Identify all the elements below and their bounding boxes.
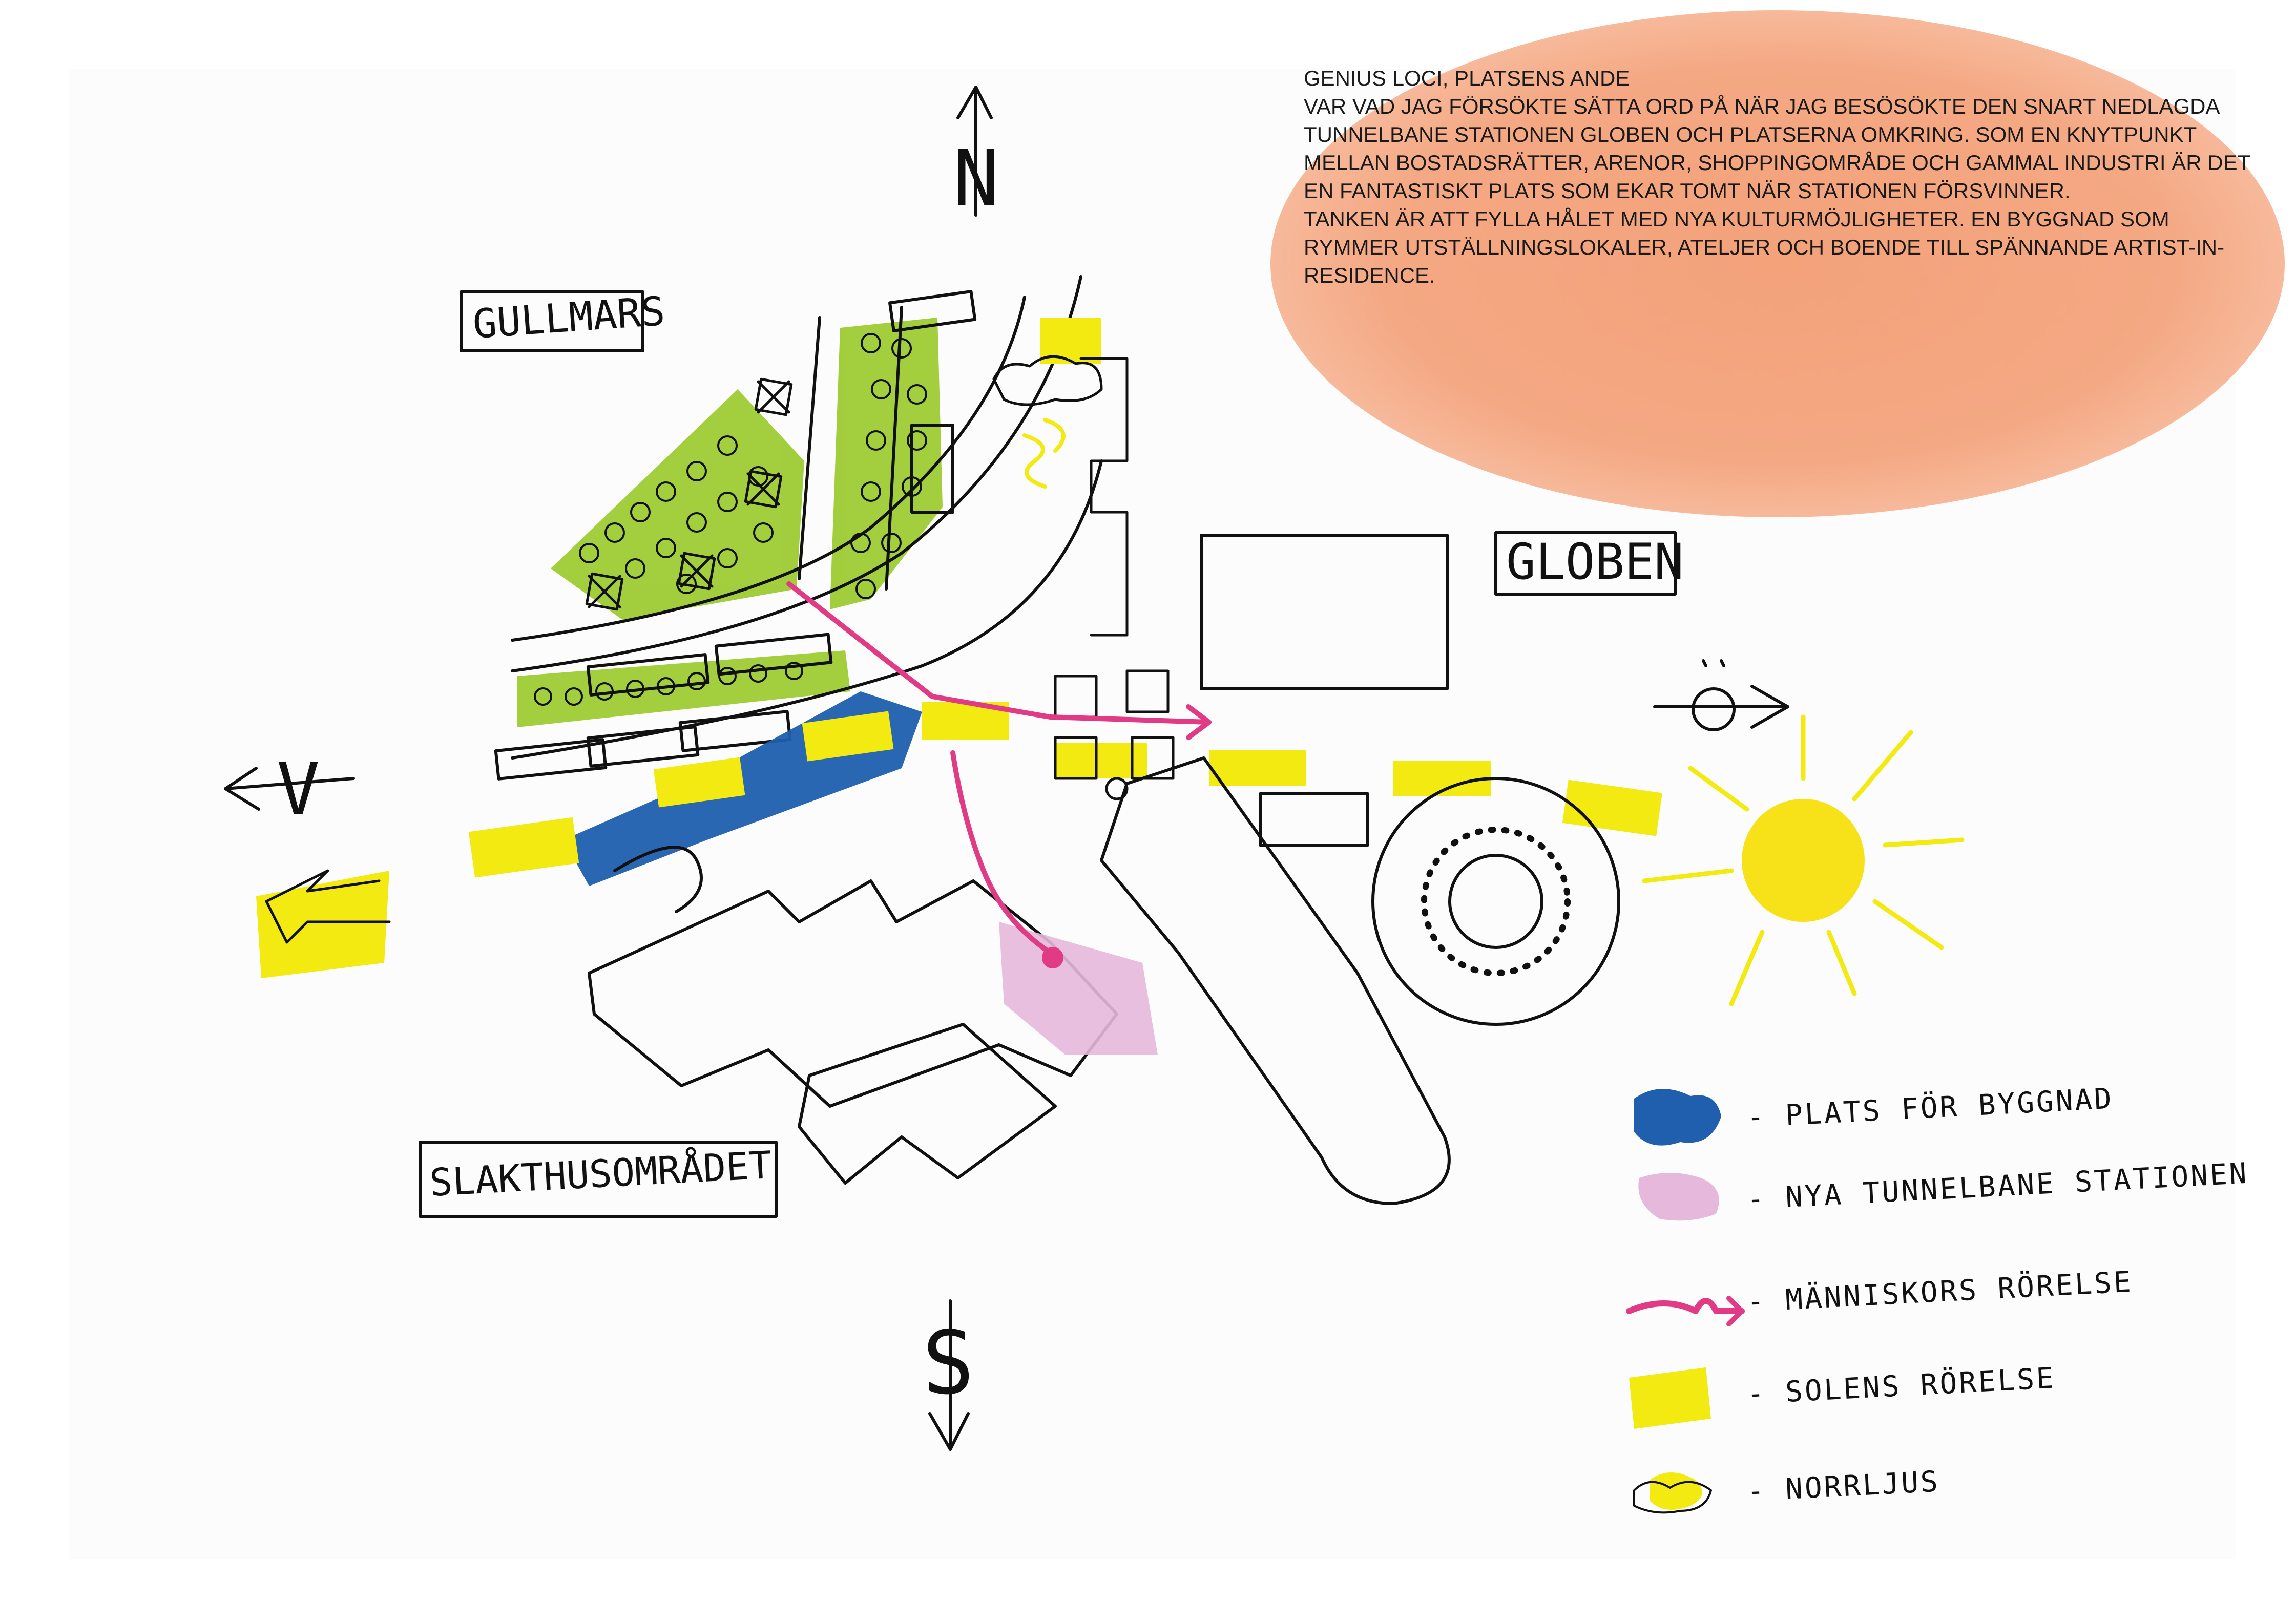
shopping-building: [1101, 758, 1449, 1204]
legend-row-station: - NYA TUNNELBANE STATIONEN: [1629, 1163, 2244, 1239]
station-blocks: [1055, 359, 1173, 799]
legend-label-building: - PLATS FÖR BYGGNAD: [1746, 1082, 2114, 1134]
legend-label-movement: - MÄNNISKORS RÖRELSE: [1746, 1266, 2134, 1319]
legend-row-building: - PLATS FÖR BYGGNAD: [1629, 1081, 2244, 1157]
compass-east: Ö: [1690, 716, 1691, 718]
compass-west: V: [277, 748, 320, 832]
new-station-area: [999, 922, 1158, 1055]
east-arrow-icon: [1655, 661, 1788, 730]
legend-label-sun: - SOLENS RÖRELSE: [1746, 1361, 2056, 1410]
place-label-gullmars: GULLMARS: [471, 288, 666, 348]
place-label-slakthus: SLAKTHUSOMRÅDET: [428, 1142, 773, 1205]
legend-label-station: - NYA TUNNELBANE STATIONEN: [1746, 1157, 2249, 1216]
sun-icon: [1644, 717, 1962, 1004]
legend-label-northlight: - NORRLJUS: [1746, 1465, 1940, 1508]
legend-row-northlight: - NORRLJUS: [1629, 1455, 2244, 1531]
compass-south: S: [922, 1313, 974, 1414]
legend-row-sun: - SOLENS RÖRELSE: [1629, 1357, 2244, 1434]
place-label-globen: GLOBEN: [1506, 533, 1684, 591]
compass-north: N: [953, 134, 999, 223]
legend-row-movement: - MÄNNISKORS RÖRELSE: [1629, 1265, 2244, 1342]
